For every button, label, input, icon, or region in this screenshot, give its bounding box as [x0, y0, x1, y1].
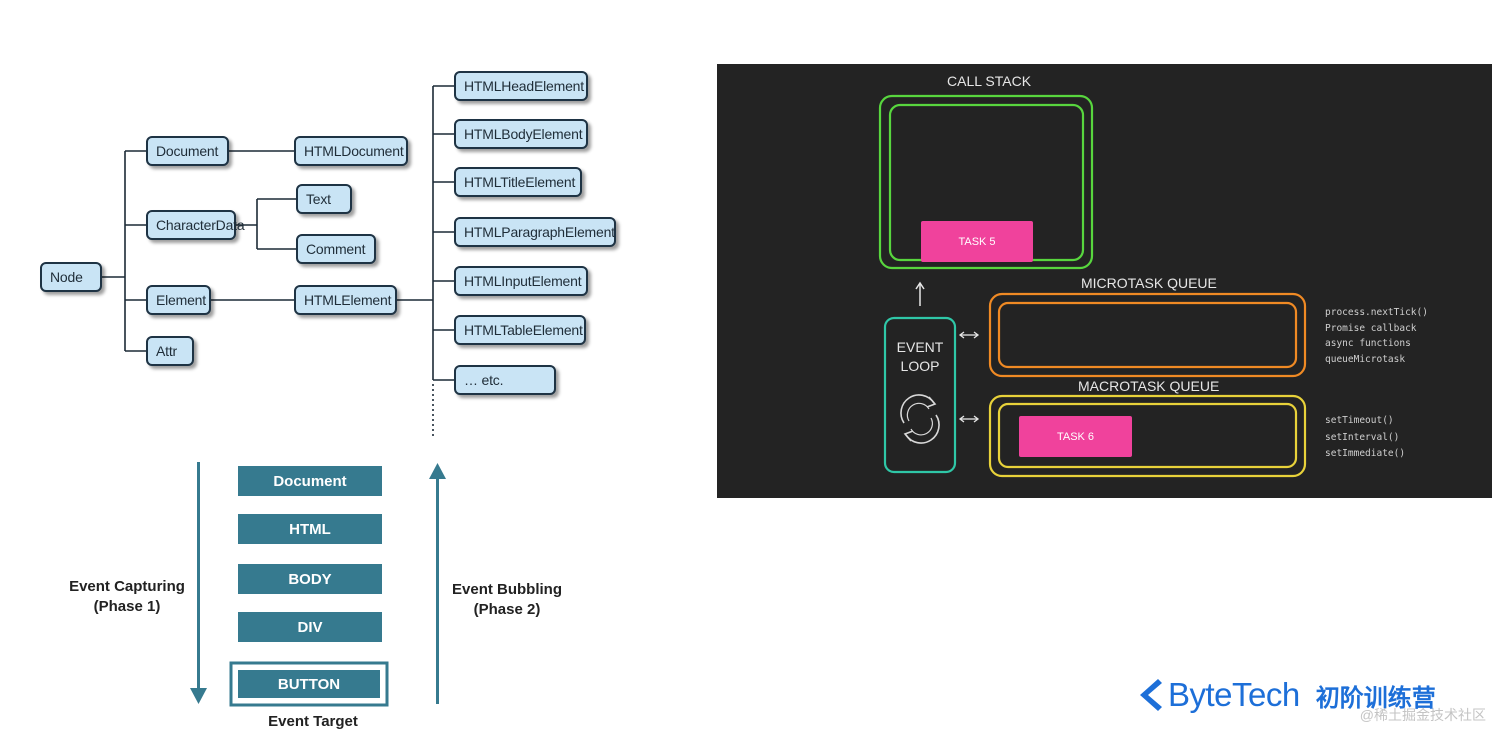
event-layer-document: Document: [238, 466, 382, 496]
tree-node-node: Node: [40, 262, 102, 292]
call-stack-title: CALL STACK: [947, 73, 1032, 89]
microtask-source: async functions: [1325, 338, 1411, 349]
refresh-loop-icon: [900, 394, 940, 444]
microtask-source: queueMicrotask: [1325, 353, 1406, 365]
event-bubbling-title: Event Bubbling: [452, 581, 562, 598]
microtask-queue-inner: [997, 301, 1298, 369]
tree-node-htmlparagraphelement: HTMLParagraphElement: [454, 217, 616, 247]
microtask-source: Promise callback: [1325, 322, 1417, 334]
call-stack-outer: [878, 94, 1094, 270]
macrotask-task: TASK 6: [1019, 416, 1132, 457]
event-layer-html: HTML: [238, 514, 382, 544]
program-name: 初阶训练营: [1315, 684, 1436, 712]
macrotask-source: setInterval(): [1325, 431, 1400, 443]
tree-node-text: Text: [296, 184, 352, 214]
bytetech-logo-text: ByteTech: [1168, 676, 1300, 713]
event-capturing-title: Event Capturing: [69, 578, 185, 595]
tree-node-htmlheadelement: HTMLHeadElement: [454, 71, 588, 101]
double-arrow-macro-icon: [958, 415, 980, 423]
microtask-source: process.nextTick(): [1325, 307, 1428, 318]
event-loop-label-line1: EVENT: [896, 339, 944, 355]
tree-node-htmltitleelement: HTMLTitleElement: [454, 167, 582, 197]
arrow-up-icon: [915, 281, 925, 306]
event-layer-button: BUTTON: [238, 670, 380, 698]
event-target-label: Event Target: [268, 713, 358, 730]
microtask-queue-title: MICROTASK QUEUE: [1081, 275, 1217, 291]
capturing-arrow-head: [190, 688, 207, 704]
macrotask-source: setImmediate(): [1325, 448, 1406, 459]
tree-node-characterdata: CharacterData: [146, 210, 245, 240]
tree-node-comment: Comment: [296, 234, 376, 264]
macrotask-source: setTimeout(): [1325, 415, 1394, 426]
microtask-sources: process.nextTick() Promise callback asyn…: [1325, 305, 1428, 367]
double-arrow-micro-icon: [958, 331, 980, 339]
capturing-arrow-shaft: [197, 462, 200, 692]
bytetech-chevron-icon: [1140, 679, 1162, 711]
event-loop-label: EVENT LOOP: [885, 338, 955, 376]
event-bubbling-label: Event Bubbling (Phase 2): [440, 580, 574, 620]
tree-node-htmldocument: HTMLDocument: [294, 136, 408, 166]
tree-node-element: Element: [146, 285, 211, 315]
event-capturing-phase: (Phase 1): [93, 598, 161, 615]
tree-node-attr: Attr: [146, 336, 194, 366]
macrotask-queue-outer: [988, 394, 1307, 478]
tree-node-etc: … etc.: [454, 365, 556, 395]
tree-node-htmlbodyelement: HTMLBodyElement: [454, 119, 588, 149]
macrotask-queue-title: MACROTASK QUEUE: [1078, 378, 1220, 394]
tree-node-htmltableelement: HTMLTableElement: [454, 315, 586, 345]
tree-node-htmlelement: HTMLElement: [294, 285, 397, 315]
tree-node-htmlinputelement: HTMLInputElement: [454, 266, 588, 296]
bubbling-arrow-shaft: [436, 476, 439, 704]
event-capturing-label: Event Capturing (Phase 1): [52, 577, 202, 617]
microtask-queue-outer: [988, 292, 1307, 378]
event-loop-label-line2: LOOP: [900, 358, 940, 374]
event-bubbling-phase: (Phase 2): [473, 601, 541, 618]
bubbling-arrow-head: [429, 463, 446, 479]
event-loop-box: [883, 316, 957, 474]
event-layer-body: BODY: [238, 564, 382, 594]
event-layer-div: DIV: [238, 612, 382, 642]
bytetech-brand: ByteTech 初阶训练营: [1136, 676, 1436, 714]
macrotask-sources: setTimeout() setInterval() setImmediate(…: [1325, 413, 1405, 463]
tree-node-document: Document: [146, 136, 229, 166]
watermark: @稀土掘金技术社区: [1359, 707, 1486, 723]
call-stack-task: TASK 5: [921, 221, 1033, 262]
event-target-frame: [229, 661, 389, 707]
macrotask-queue-inner: [997, 402, 1298, 469]
